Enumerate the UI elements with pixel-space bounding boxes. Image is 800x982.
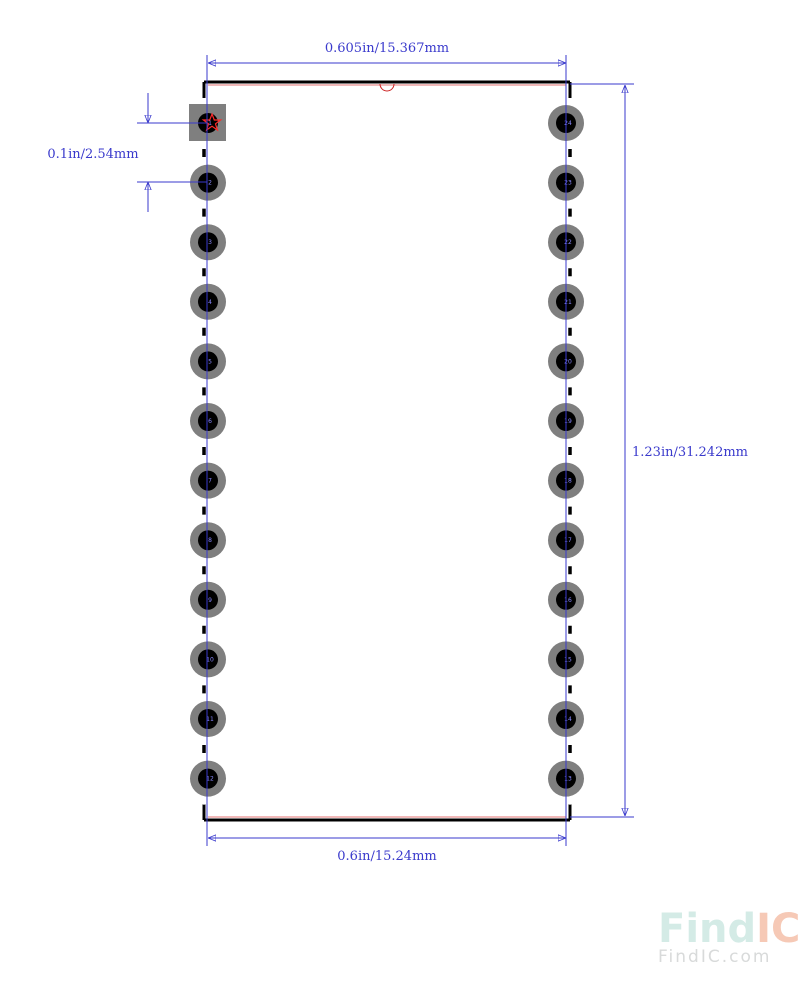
top-width-dimension: 0.605in/15.367mm (208, 41, 566, 63)
pin-number-1: 1 (208, 120, 212, 127)
pad-hole-8 (198, 530, 218, 551)
pin-number-23: 23 (564, 180, 572, 187)
pin-number-7: 7 (208, 478, 212, 485)
pin-number-2: 2 (208, 180, 212, 187)
pin-number-6: 6 (208, 418, 212, 425)
bottom-width-label: 0.6in/15.24mm (337, 849, 436, 864)
watermark-url: FindIC.com (658, 947, 771, 967)
package-outline (202, 80, 572, 822)
pitch-label: 0.1in/2.54mm (47, 147, 138, 162)
pin-number-15: 15 (564, 656, 572, 663)
pad-hole-5 (198, 351, 218, 372)
pin-number-3: 3 (208, 239, 212, 246)
watermark-brand-part2: IC (756, 906, 800, 952)
height-label: 1.23in/31.242mm (632, 445, 748, 460)
pad-hole-3 (198, 232, 218, 253)
pin-number-13: 13 (564, 776, 572, 783)
pad-hole-7 (198, 470, 218, 491)
pin-number-10: 10 (206, 656, 214, 663)
pad-hole-10 (198, 649, 218, 670)
bottom-width-dimension: 0.6in/15.24mm (208, 838, 566, 864)
pin-number-5: 5 (208, 358, 212, 365)
pin-number-20: 20 (564, 358, 572, 365)
findic-watermark: FindIC FindIC.com (658, 906, 800, 967)
pad-hole-2 (198, 172, 218, 193)
pin1-notch (379, 83, 395, 92)
pin-number-17: 17 (564, 537, 572, 544)
pin-number-11: 11 (206, 716, 214, 723)
pad-hole-6 (198, 411, 218, 431)
pin-number-12: 12 (206, 776, 214, 783)
top-width-label: 0.605in/15.367mm (325, 41, 449, 56)
pad-hole-12 (198, 768, 218, 789)
pin-number-8: 8 (208, 537, 212, 544)
pin-number-22: 22 (564, 239, 572, 246)
pitch-dimension: 0.1in/2.54mm (47, 93, 207, 212)
pin-number-24: 24 (564, 120, 572, 127)
pad-hole-11 (198, 709, 218, 729)
pad-hole-9 (198, 589, 218, 610)
pin-number-18: 18 (564, 478, 572, 485)
pin-number-19: 19 (564, 418, 572, 425)
pad-hole-4 (198, 291, 218, 312)
pin-number-16: 16 (564, 597, 572, 604)
pin-number-4: 4 (208, 299, 212, 306)
watermark-brand-part1: Find (658, 906, 756, 952)
pin-number-14: 14 (564, 716, 572, 723)
pin-number-9: 9 (208, 597, 212, 604)
pin-number-21: 21 (564, 299, 572, 306)
watermark-brand: FindIC (658, 906, 800, 952)
height-dimension: 1.23in/31.242mm (570, 83, 748, 818)
pin1-star-icon (201, 112, 223, 132)
